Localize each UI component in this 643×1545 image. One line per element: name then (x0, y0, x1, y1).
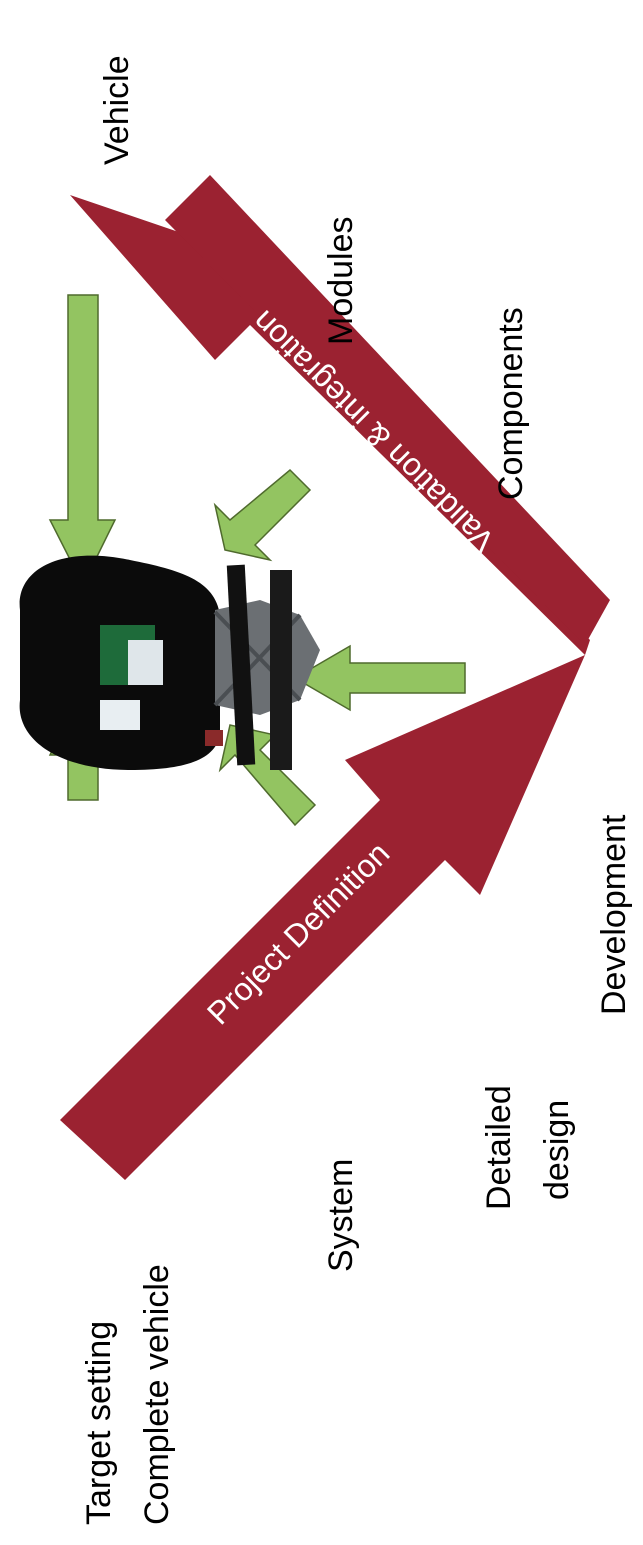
feedback-arrow-detailed-design (218, 724, 317, 827)
driving-simulator-photo (19, 555, 320, 770)
label-modules: Modules (322, 216, 360, 345)
feedback-arrow-modules (213, 468, 312, 562)
validation-integration-arrow (70, 195, 590, 655)
label-components: Components (492, 307, 530, 500)
feedback-arrow-vehicle (48, 294, 117, 587)
label-design: design (538, 1100, 576, 1200)
label-complete-vehicle: Complete vehicle (138, 1264, 176, 1525)
project-definition-arrow (60, 655, 585, 1180)
label-system: System (322, 1159, 360, 1272)
validation-integration-arrow-body (165, 175, 610, 645)
label-vehicle: Vehicle (98, 55, 136, 165)
label-development: Development (595, 814, 633, 1015)
label-detailed: Detailed (480, 1085, 518, 1210)
feedback-arrow-components (293, 644, 466, 712)
label-target-setting: Target setting (80, 1321, 118, 1525)
validation-integration-arrow-label: Validation & integration (245, 304, 501, 560)
